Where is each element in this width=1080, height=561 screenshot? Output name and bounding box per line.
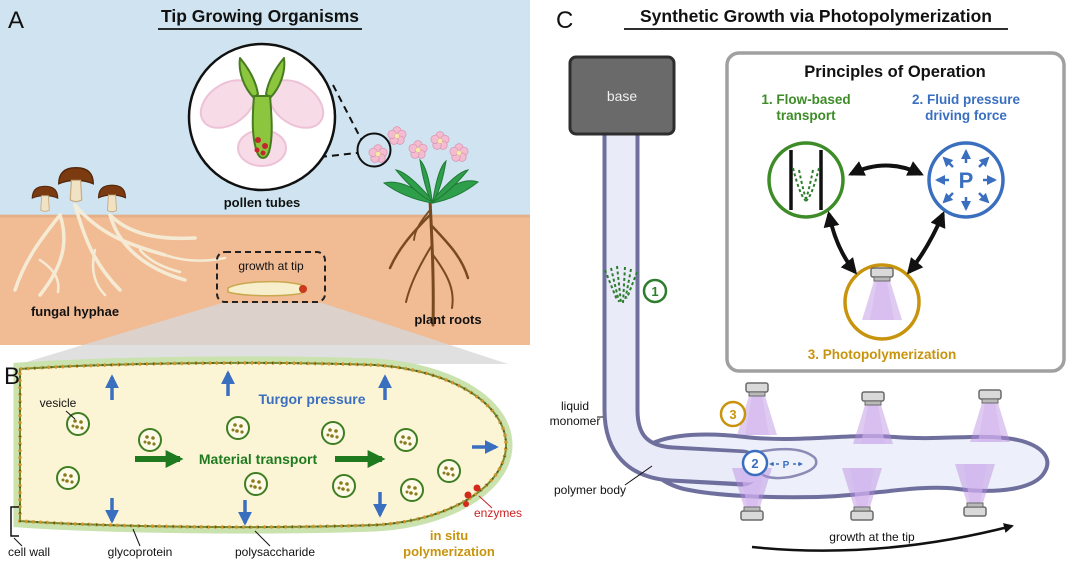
pollen-granules-icon: [254, 137, 268, 156]
hyphae-illustration: [13, 203, 227, 297]
vesicle-icon: [244, 472, 268, 496]
panel-c-letter: C: [556, 7, 573, 34]
photopolymerization-circle-icon: [843, 263, 921, 341]
polymer-body-leader-line: [624, 465, 653, 486]
liquid-monomer-label-line1: liquid: [561, 399, 589, 413]
fluid-pressure-circle-icon: P: [927, 141, 1005, 219]
vesicle-leader-line: [65, 410, 76, 420]
vesicle-icon: [332, 474, 356, 498]
plant-leaves-icon: [382, 158, 480, 204]
pressure-symbol-small: P: [783, 460, 790, 471]
vesicle-icon: [400, 478, 424, 502]
uv-projector-icon: [852, 391, 894, 445]
growth-at-tip-box: growth at tip: [216, 251, 326, 303]
flower-zoom-circle: [356, 132, 392, 168]
vesicle-icon: [138, 428, 162, 452]
in-situ-polymerization-label-line2: polymerization: [403, 544, 495, 559]
growth-direction-arrow: [751, 523, 1014, 552]
badge-2-circle: [741, 449, 769, 477]
inset-item3-label: 3. Photopolymerization: [808, 347, 957, 362]
polysaccharide-label: polysaccharide: [235, 545, 315, 559]
vesicle-icon: [226, 416, 250, 440]
cell-body: [19, 361, 508, 529]
cell-wall-label: cell wall: [8, 545, 50, 559]
hypha-thumbnail: [227, 280, 307, 297]
enzymes-icon: [463, 484, 481, 507]
growth-at-tip-c-label: growth at the tip: [829, 530, 915, 544]
growth-at-tip-label: growth at tip: [238, 259, 304, 273]
cell-membrane-glycoprotein-dots: [18, 361, 508, 529]
badge-1-label: 1: [651, 284, 658, 299]
in-situ-polymerization-label-line1: in situ: [430, 528, 468, 543]
vesicle-icon: [321, 421, 345, 445]
inset-item1-line1: 1. Flow-based: [761, 92, 850, 107]
monomer-tube-fill: [606, 115, 765, 483]
pollen-tube-inset: [187, 42, 337, 192]
inset-title: Principles of Operation: [804, 63, 986, 81]
vesicle-icon: [66, 412, 90, 436]
vesicle-icon: [394, 428, 418, 452]
panel-a: fungal hyphae: [0, 0, 530, 364]
fungal-hyphae-label: fungal hyphae: [31, 304, 119, 319]
turgor-pressure-arrows: [105, 370, 499, 526]
zoom-connector-lines: [319, 84, 362, 158]
glycoprotein-leader-line: [132, 528, 141, 547]
base-box: base: [568, 55, 676, 136]
inset-border: [725, 51, 1066, 373]
glycoprotein-label: glycoprotein: [108, 545, 173, 559]
vesicle-icon: [56, 466, 80, 490]
polymer-body-label: polymer body: [554, 483, 626, 497]
panel-c: Synthetic Growth via Photopolymerization…: [550, 6, 1066, 552]
principles-inset: Principles of Operation 1. Flow-based tr…: [725, 51, 1066, 373]
uv-projector-icon: [969, 389, 1011, 443]
inset-item1-line2: transport: [776, 108, 836, 123]
badge-2-label: 2: [751, 456, 758, 471]
panel-c-title: Synthetic Growth via Photopolymerization: [640, 6, 992, 26]
liquid-monomer-label-line2: monomer: [550, 414, 601, 428]
polysaccharide-leader-line: [254, 530, 271, 547]
flow-transport-circle-icon: [767, 141, 845, 219]
turgor-pressure-label: Turgor pressure: [258, 391, 365, 407]
badge-3-label: 3: [729, 407, 736, 422]
pressure-symbol-large: P: [959, 168, 974, 193]
panel-b-letter: B: [4, 363, 20, 390]
cycle-arrows: [823, 161, 946, 275]
material-transport-label: Material transport: [199, 451, 318, 467]
badge-1-circle: [642, 278, 668, 304]
panel-a-letter: A: [8, 7, 24, 34]
cell-illustration: [13, 356, 513, 534]
badge-3-circle: [719, 400, 747, 428]
plant-illustration: [368, 126, 480, 327]
pollen-tubes-label: pollen tubes: [224, 195, 301, 210]
pollen-tube-illustration: [199, 57, 325, 167]
panel-b: Turgor pressure Material transport vesic…: [4, 356, 522, 559]
base-label: base: [607, 88, 638, 104]
inset-item2-line1: 2. Fluid pressure: [912, 92, 1021, 107]
enzymes-leader-line: [478, 495, 493, 509]
plant-roots-label: plant roots: [414, 312, 481, 327]
flow-funnel-icon: [604, 265, 638, 304]
plant-roots-icon: [388, 198, 470, 327]
panel-a-title: Tip Growing Organisms: [161, 6, 359, 26]
enzymes-label: enzymes: [474, 506, 522, 520]
vesicle-label: vesicle: [40, 396, 77, 410]
vesicle-icon: [437, 459, 461, 483]
step-badges: 1 3 2 P: [642, 278, 803, 477]
zoom-wedge: [20, 303, 508, 364]
cell-wall-leader-line: [13, 537, 23, 547]
inner-tube-loop: [755, 447, 818, 480]
pressure-arrows: [935, 149, 997, 211]
inset-item2-line2: driving force: [925, 108, 1007, 123]
cell-wall-bracket: [10, 506, 19, 537]
